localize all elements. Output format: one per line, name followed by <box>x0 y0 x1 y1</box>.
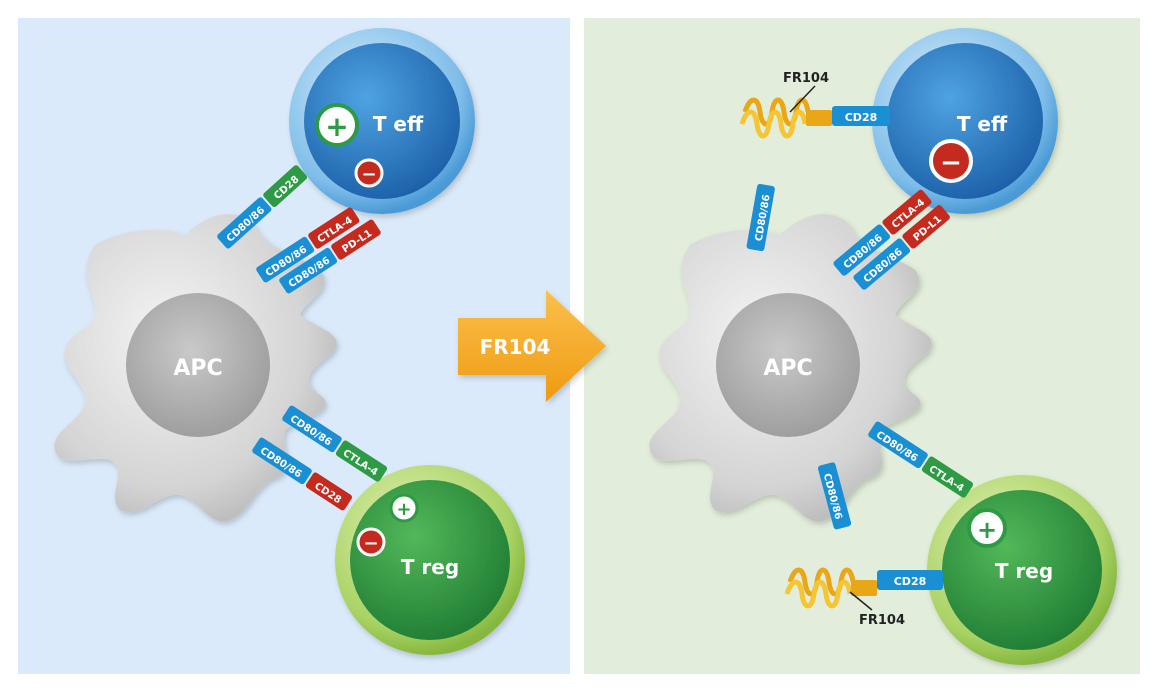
fr104-arrow-label: FR104 <box>480 335 551 359</box>
left-apc-nucleus <box>126 293 270 437</box>
left-treg-cell <box>335 465 525 655</box>
svg-text:CD28: CD28 <box>894 575 927 588</box>
right-treg-plus-icon: + <box>967 508 1007 548</box>
left-teff-cell <box>289 28 475 214</box>
right-apc-label: APC <box>763 356 812 381</box>
left-treg-plus-icon: + <box>389 493 419 523</box>
svg-text:+: + <box>325 110 348 143</box>
fr104-arrow <box>458 290 606 402</box>
right-fr104-treg: CD28 FR104 <box>784 567 943 628</box>
right-fr104-teff: CD28 FR104 <box>739 71 890 139</box>
right-teff-label: T eff <box>957 112 1008 136</box>
right-apc-nucleus <box>716 293 860 437</box>
fr104-teff-label: FR104 <box>783 71 829 86</box>
svg-text:−: − <box>361 164 376 185</box>
left-treg-label: T reg <box>401 555 459 579</box>
svg-text:+: + <box>396 499 411 520</box>
fr104-spring-icon <box>739 97 811 139</box>
left-treg-minus-icon: − <box>356 527 386 557</box>
right-teff-minus-icon: − <box>929 139 973 183</box>
left-teff-minus-icon: − <box>354 158 384 188</box>
right-treg-label: T reg <box>995 559 1053 583</box>
left-apc-label: APC <box>173 356 222 381</box>
left-teff-label: T eff <box>373 112 424 136</box>
left-teff-plus-icon: + <box>315 103 359 147</box>
right-teff-cell <box>872 28 1058 214</box>
svg-text:+: + <box>977 516 997 544</box>
svg-text:−: − <box>940 148 962 178</box>
fr104-spring-icon <box>784 567 856 609</box>
svg-text:CD28: CD28 <box>845 111 878 124</box>
fr104-treg-label: FR104 <box>859 613 905 628</box>
svg-text:−: − <box>363 533 378 554</box>
left-cd80-ctla4-pair: CD80/86 CTLA-4 <box>256 207 360 283</box>
